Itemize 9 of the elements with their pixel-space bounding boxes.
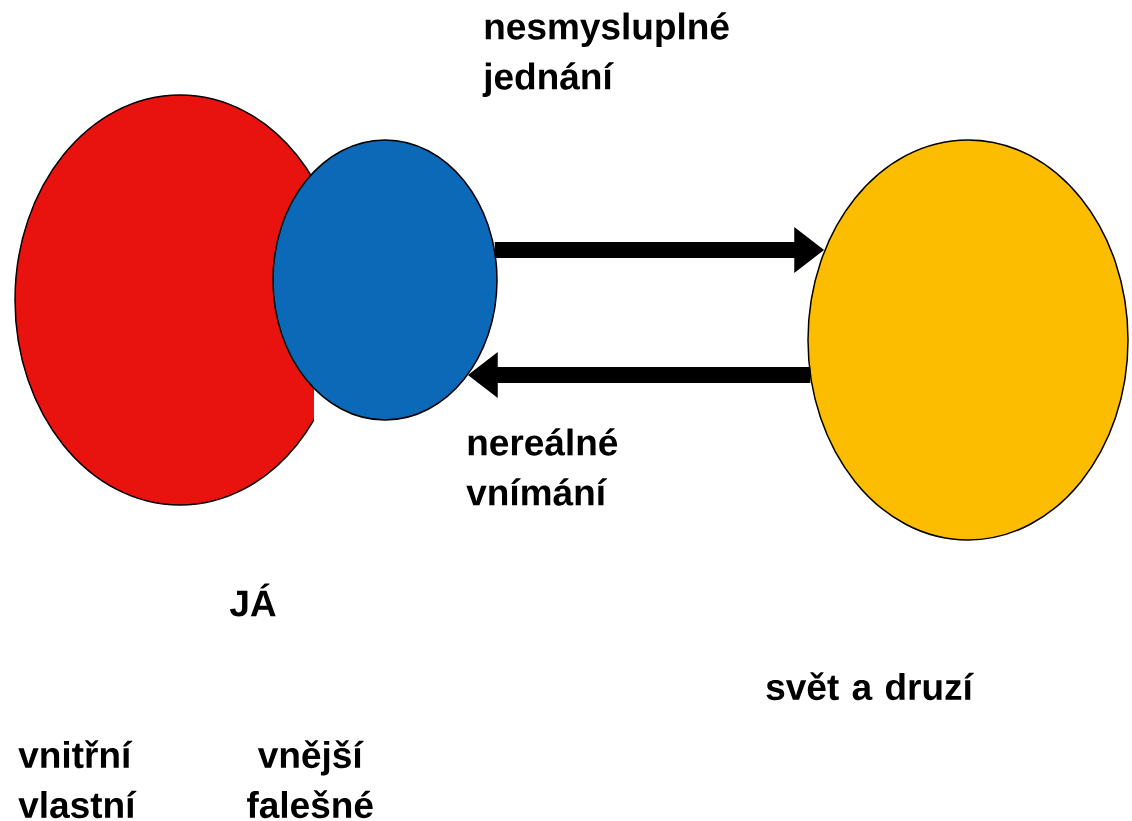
caption-text: svět a druzí <box>766 672 974 701</box>
ellipse <box>807 139 1129 541</box>
ellipse <box>14 94 314 506</box>
label-text: vnější falešné <box>247 740 373 819</box>
ellipse <box>272 139 498 421</box>
label-text: JÁ <box>229 583 276 617</box>
edge-label: nesmysluplné jednání <box>482 12 729 97</box>
edge-label: nereálné vnímání <box>466 428 618 506</box>
label-text: vnitřní vlastní <box>18 740 137 819</box>
